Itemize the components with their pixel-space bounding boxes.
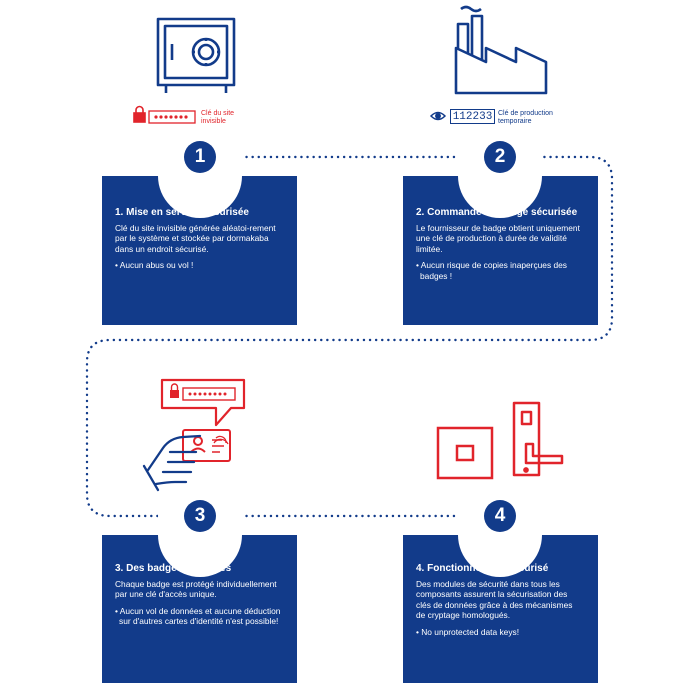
- door-handle-icon: [512, 401, 564, 477]
- step-1-title: 1. Mise en service sécurisée: [115, 207, 249, 218]
- step-1-text: Clé du site invisible générée aléatoi-re…: [115, 223, 276, 254]
- production-key-caption: Clé de production temporaire: [498, 110, 578, 126]
- production-code-box: 112233: [450, 109, 495, 124]
- step-card-2: 2. Commande de badge sécurisée Le fourni…: [403, 176, 598, 325]
- site-key-caption: Clé du site invisible: [201, 110, 271, 126]
- step-2-bullet: • Aucun risque de copies inaperçues des …: [416, 260, 567, 281]
- hand-icon: [142, 434, 202, 492]
- step-1-bullet: • Aucun abus ou vol !: [115, 260, 194, 271]
- id-card-icon: [182, 429, 231, 462]
- fingerprint-icon: [213, 435, 229, 445]
- step-number-2: 2: [484, 141, 516, 173]
- production-key-caption-line1: Clé de production: [498, 110, 553, 117]
- reader-icon: [436, 426, 494, 480]
- step-3-bullet: • Aucun vol de données et aucune déducti…: [115, 605, 281, 627]
- step-4-title: 4. Fonctionnement sécurisé: [416, 563, 549, 574]
- step-card-1: 1. Mise en service sécurisée Clé du site…: [102, 176, 297, 325]
- step-number-3: 3: [184, 500, 216, 532]
- speech-bubble-icon: [160, 378, 246, 427]
- step-3-title: 3. Des badges sécurisés: [115, 563, 232, 574]
- site-key-caption-line1: Clé du site: [201, 110, 235, 117]
- lock-icon: [133, 105, 146, 123]
- safe-icon: [156, 17, 236, 93]
- step-2-text: Le fournisseur de badge obtient uniqueme…: [416, 223, 580, 254]
- masked-site-key: [148, 110, 196, 124]
- dotted-connector: [85, 155, 614, 518]
- eye-icon: [429, 111, 447, 121]
- step-card-4: 4. Fonctionnement sécurisé Des modules d…: [403, 535, 598, 683]
- production-code: 112233: [452, 111, 493, 123]
- step-4-bullet: • No unprotected data keys!: [416, 626, 520, 637]
- step-number-1: 1: [184, 141, 216, 173]
- site-key-caption-line2: invisible: [201, 118, 226, 125]
- step-4-text: Des modules de sécurité dans tous les co…: [416, 579, 573, 621]
- step-2-title: 2. Commande de badge sécurisée: [416, 207, 578, 218]
- step-card-3: 3. Des badges sécurisés Chaque badge est…: [102, 535, 297, 683]
- step-number-4: 4: [484, 500, 516, 532]
- step-3-text: Chaque badge est protégé individuellemen…: [115, 579, 277, 600]
- factory-icon: [454, 5, 548, 95]
- production-key-caption-line2: temporaire: [498, 118, 532, 125]
